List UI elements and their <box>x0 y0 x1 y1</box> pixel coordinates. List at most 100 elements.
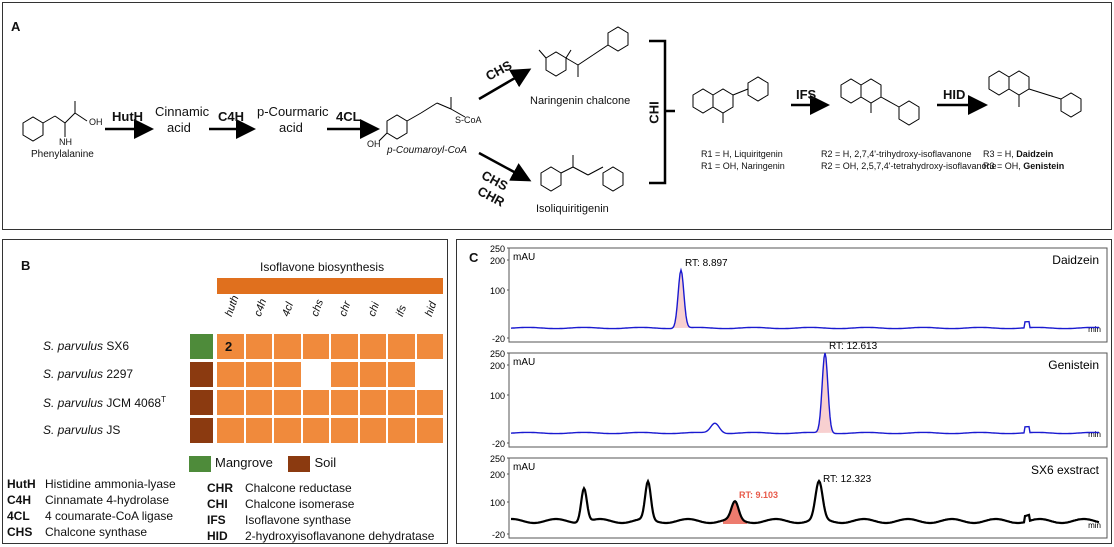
enzyme-chi: CHI <box>646 101 662 124</box>
gene-present-cell <box>217 362 244 387</box>
chromatogram-frame <box>508 457 1108 539</box>
environment-cell <box>190 334 213 359</box>
chromatogram-trace <box>510 267 1099 330</box>
strain-id: SX6 <box>106 339 130 353</box>
gene-present-cell <box>245 334 272 359</box>
abbreviation: HutH <box>7 477 36 491</box>
y-axis-label: mAU <box>513 252 535 263</box>
phenylalanine-label: Phenylalanine <box>31 149 94 160</box>
gene-present-cell <box>274 390 301 415</box>
abbreviation-meaning: Chalcone isomerase <box>245 497 355 511</box>
abbreviation-meaning: 2-hydroxyisoflavanone dehydratase <box>245 529 435 543</box>
abbreviation-meaning: Cinnamate 4-hydrolase <box>45 493 170 507</box>
gene-present-cell <box>416 334 443 359</box>
enzyme-huth: HutH <box>112 109 144 124</box>
abbreviation-entry: C4H Cinnamate 4-hydrolase <box>7 492 176 508</box>
gene-present-cell <box>416 418 443 443</box>
environment-cell <box>190 390 213 415</box>
gene-present-cell <box>331 362 358 387</box>
peak-label: RT: 12.323 <box>823 474 872 485</box>
y-tick-label: 100 <box>490 391 505 401</box>
chromatogram-frame <box>508 352 1108 448</box>
gene-copy-number: 2 <box>225 339 233 354</box>
oh-label-phe: OH <box>89 117 103 127</box>
pcoumaric-line1: p-Courmaric <box>257 104 329 119</box>
gene-present-cell <box>302 418 329 443</box>
cinnamic-line2: acid <box>167 120 191 135</box>
gene-column-header: chs <box>308 297 326 319</box>
oh-label-cou: OH <box>367 139 381 149</box>
gene-present-cell <box>359 418 386 443</box>
species-name: S. parvulus <box>43 423 104 437</box>
panel-a-label: A <box>11 19 21 34</box>
legend: Mangrove Soil <box>189 455 336 472</box>
enzyme-hid: HID <box>943 87 966 102</box>
arrow-chs-chr <box>478 151 532 182</box>
strain-label: S. parvulus JCM 4068T <box>43 395 166 410</box>
strain-label: S. parvulus SX6 <box>43 339 129 353</box>
gene-present-cell <box>388 418 415 443</box>
naringenin-chalcone-label: Naringenin chalcone <box>530 95 631 107</box>
environment-cell <box>190 362 213 387</box>
x-unit-label: min <box>1088 521 1101 530</box>
flavanone-r1-oh: R1 = OH, Naringenin <box>701 161 785 171</box>
isoflavone-biosynthesis-title: Isoflavone biosynthesis <box>260 260 385 274</box>
y-tick-label: -20 <box>492 439 505 449</box>
peak-label: RT: 8.897 <box>685 258 728 269</box>
y-tick-label: -20 <box>492 530 505 540</box>
gene-present-cell <box>274 418 301 443</box>
peak-label: RT: 12.613 <box>829 341 878 352</box>
chromatogram-name: Genistein <box>1048 358 1099 372</box>
gene-present-cell <box>217 418 244 443</box>
chi-bracket <box>649 39 675 185</box>
y-tick-label: 100 <box>490 498 505 508</box>
enzyme-4cl: 4CL <box>336 109 361 124</box>
strain-id: JS <box>106 423 121 437</box>
gene-column-header: huth <box>223 293 242 319</box>
legend-swatch-mangrove <box>189 455 211 472</box>
y-tick-label: 200 <box>490 256 505 266</box>
gene-column-header: 4cl <box>280 300 297 319</box>
gene-present-cell <box>359 362 386 387</box>
chromatogram-trace <box>511 478 1100 525</box>
nh2-label: NH <box>59 137 72 147</box>
abbreviation-meaning: Isoflavone synthase <box>245 513 352 527</box>
gene-present-cell <box>245 362 272 387</box>
abbreviation: C4H <box>7 493 32 507</box>
gene-present-cell <box>302 390 329 415</box>
chromatogram-name: Daidzein <box>1052 253 1099 267</box>
phenylalanine-structure <box>22 101 88 142</box>
abbreviation: CHI <box>207 497 228 511</box>
strain-label: S. parvulus 2297 <box>43 367 133 381</box>
gene-present-cell <box>331 390 358 415</box>
hydroxyisoflavanone-structure <box>840 78 920 126</box>
abbreviation-meaning: Chalcone reductase <box>245 481 352 495</box>
legend-label-mangrove: Mangrove <box>215 455 273 470</box>
abbreviation-entry: CHI Chalcone isomerase <box>207 496 434 512</box>
isoflavone-structure <box>988 70 1082 118</box>
pcoumaric-line2: acid <box>279 120 303 135</box>
flavanone-structure <box>692 76 769 123</box>
gene-column-header: chr <box>337 299 354 319</box>
panel-c-label: C <box>469 250 479 265</box>
gene-present-cell <box>359 390 386 415</box>
isoliquiritigenin-label: Isoliquiritigenin <box>536 203 609 215</box>
gene-column-header: hid <box>422 300 439 319</box>
x-unit-label: min <box>1088 325 1101 334</box>
legend-swatch-soil <box>288 455 311 472</box>
chromatogram-name: SX6 exstract <box>1031 463 1100 477</box>
enzyme-ifs: IFS <box>796 87 817 102</box>
isoflavone-r3-oh: R3 = OH, Genistein <box>983 161 1065 171</box>
enzyme-c4h: C4H <box>218 109 245 124</box>
species-name: S. parvulus <box>43 339 104 353</box>
type-strain-mark: T <box>161 395 166 404</box>
gene-present-cell <box>331 418 358 443</box>
